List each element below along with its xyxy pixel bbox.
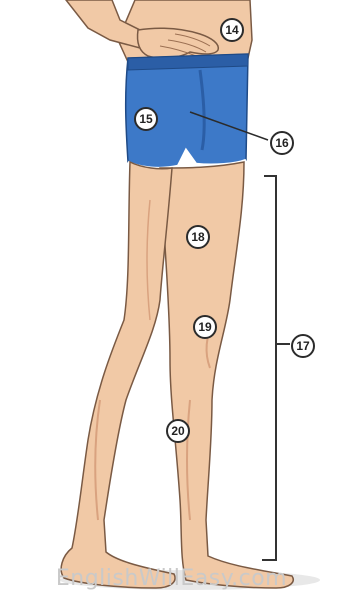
label-15-shorts: 15 xyxy=(134,107,158,131)
label-20-shin: 20 xyxy=(166,419,190,443)
back-leg xyxy=(160,162,293,588)
label-16-hip: 16 xyxy=(270,131,294,155)
label-18-thigh: 18 xyxy=(186,225,210,249)
leg-bracket xyxy=(262,176,290,560)
label-14-waist: 14 xyxy=(220,18,244,42)
label-19-knee: 19 xyxy=(193,315,217,339)
watermark-text: EnglishWillEasy.com xyxy=(0,566,343,591)
label-17-leg: 17 xyxy=(291,334,315,358)
front-leg xyxy=(61,162,175,588)
